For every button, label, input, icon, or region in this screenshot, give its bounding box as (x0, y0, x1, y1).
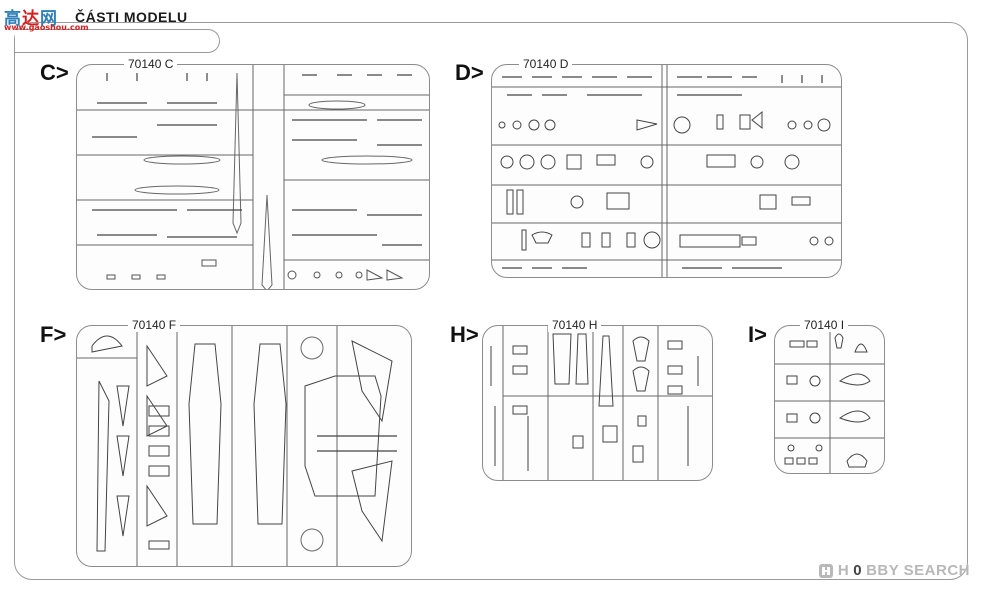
sprue-c-parts (77, 65, 429, 289)
watermark-brand-b: BBY SEARCH (866, 562, 970, 579)
sprue-i-parts (775, 326, 884, 473)
logo-char-2: 达 (22, 9, 40, 29)
page-title: ČÁSTI MODELU (75, 9, 188, 25)
logo-url: www.gaoshou.com (4, 23, 89, 32)
watermark-brand-a: H (837, 562, 850, 579)
sprue-d-code: 70140 D (519, 57, 573, 71)
sprue-letter-d: D> (455, 60, 484, 85)
sprue-f (76, 325, 412, 567)
logo-char-1: 高 (4, 9, 22, 29)
sprue-f-code: 70140 F (128, 318, 181, 332)
page-frame (14, 22, 968, 580)
sprue-h-parts (490, 326, 712, 480)
sprue-h-code: 70140 H (548, 318, 602, 332)
sprue-f-parts (77, 326, 397, 566)
logo-char-3: 网 (40, 9, 58, 29)
hobby-search-icon (818, 563, 833, 578)
sprue-c-code: 70140 C (124, 57, 178, 71)
logo-wordmark: 高达网 (4, 4, 58, 29)
sprue-letter-h: H> (450, 322, 479, 347)
sprue-c (76, 64, 430, 290)
sprue-letter-f: F> (40, 322, 67, 347)
sprue-d-parts (492, 65, 841, 277)
sprue-i (774, 325, 885, 474)
sprue-i-code: 70140 I (800, 318, 849, 332)
sprue-letter-c: C> (40, 60, 69, 85)
sprue-h (482, 325, 713, 481)
sprue-d (491, 64, 842, 278)
section-header-tab (15, 29, 220, 53)
watermark-brand-num: 0 (853, 562, 863, 579)
sprue-letter-i: I> (748, 322, 767, 347)
site-logo: 高达网 www.gaoshou.com (4, 4, 89, 32)
